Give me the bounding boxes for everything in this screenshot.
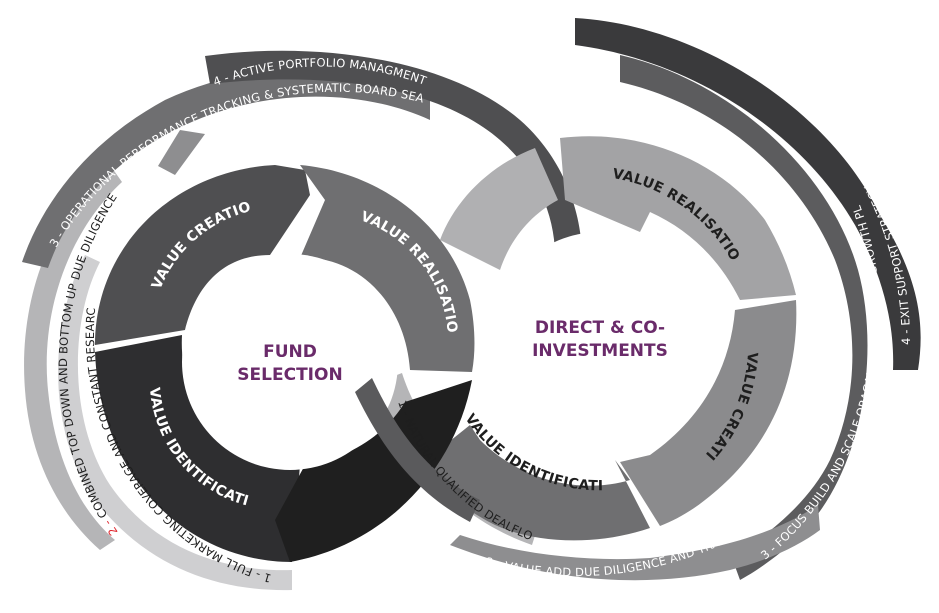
right-segment-realisation [560,136,796,300]
right-cycle [420,136,797,541]
left-center-line2: SELECTION [237,365,342,385]
left-outer-bands [22,50,583,591]
right-center-line1: DIRECT & CO- [535,318,665,338]
left-band-4 [205,50,583,270]
left-segment-creation [95,165,310,345]
left-hub [182,254,398,470]
right-band-2 [450,505,820,581]
left-segment-realisation [300,165,475,372]
right-segment-identification [420,425,650,541]
right-segment-creation [620,300,797,526]
left-segment-identification [95,335,300,562]
right-hub [492,232,708,448]
center-connector [355,378,480,522]
left-center-line1: FUND [263,342,317,362]
left-band-1 [58,255,292,591]
right-center-line2: INVESTMENTS [532,341,668,361]
left-band-3-arrow [158,130,205,175]
right-band-4 [575,18,921,370]
left-segment-bottom [275,380,472,562]
right-band-3 [620,55,868,580]
right-segment-top-left [440,148,558,270]
left-cycle [95,165,475,562]
